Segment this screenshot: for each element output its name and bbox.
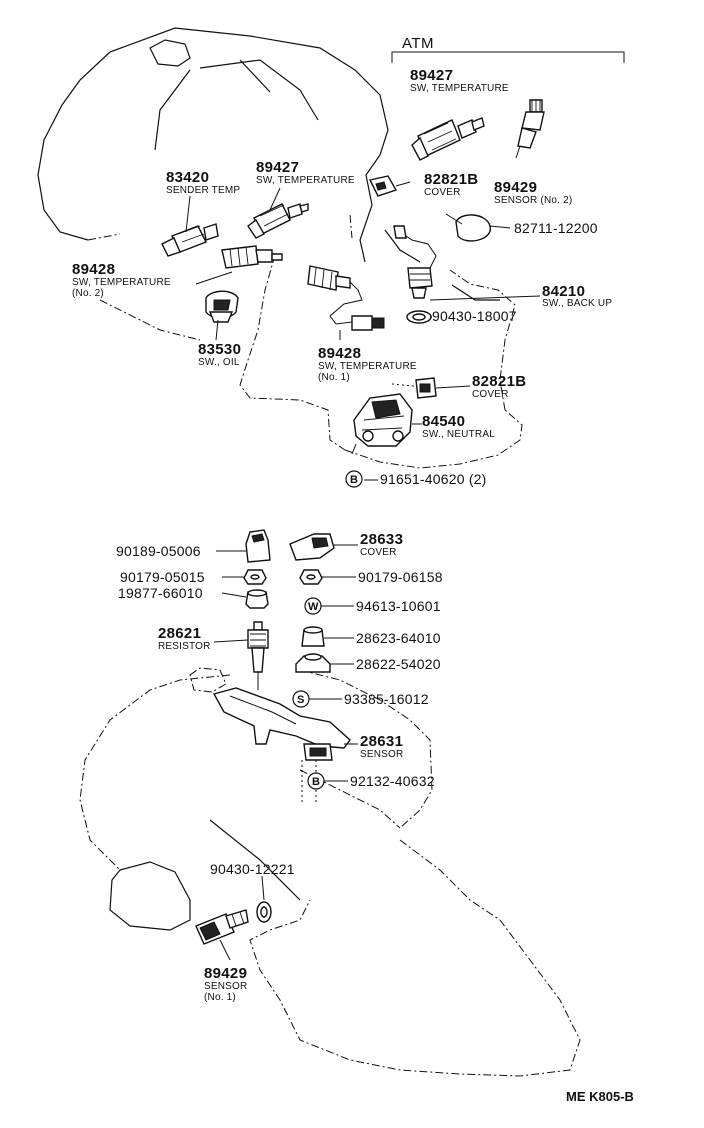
callout-90179-06158-part: 90179-06158 <box>358 569 443 585</box>
grommet-54020-shape <box>295 653 331 673</box>
callout-89427-atm-part: 89427 <box>410 67 454 84</box>
callout-89428-no2-part: 89428 <box>72 261 116 278</box>
screw-mark: S <box>292 690 310 708</box>
sensor-bracket-shape <box>212 687 351 804</box>
callout-19877-part: 19877-66010 <box>118 585 203 601</box>
callout-89428-no1-desc: SW, TEMPERATURE <box>318 361 417 372</box>
callout-94613-part: 94613-10601 <box>356 598 441 614</box>
washer-mark-letter: W <box>308 601 319 613</box>
upper-engine-outline <box>37 27 523 469</box>
callout-83530-part: 83530 <box>198 341 242 358</box>
cap-05006-shape <box>245 529 271 563</box>
sensor-no2-shape <box>515 99 545 159</box>
callout-28633-part: 28633 <box>360 531 404 548</box>
callout-83530-desc: SW., OIL <box>198 357 240 368</box>
callout-89429-no1-part: 89429 <box>204 965 248 982</box>
screw-mark-letter: S <box>297 694 304 706</box>
callout-84540-part: 84540 <box>422 413 466 430</box>
bolt-mark-lower-letter: B <box>312 776 320 788</box>
nut-06158-shape <box>299 569 323 585</box>
cover-upper-shape <box>368 175 411 197</box>
callout-89428-no1-part: 89428 <box>318 345 362 362</box>
callout-28631-part: 28631 <box>360 733 404 750</box>
washer-mark: W <box>304 597 322 615</box>
callout-93385-part: 93385-16012 <box>344 691 429 707</box>
callout-91651-part: 91651-40620 (2) <box>380 471 487 487</box>
callout-28621-desc: RESISTOR <box>158 641 211 652</box>
callout-89427-part: 89427 <box>256 159 300 176</box>
callout-82821b-upper-part: 82821B <box>424 171 479 188</box>
bolt-mark-upper: B <box>345 470 363 488</box>
callout-89428-no2-desc: SW, TEMPERATURE <box>72 277 171 288</box>
resistor-shape <box>247 621 269 690</box>
callout-83420-part: 83420 <box>166 169 210 186</box>
callout-89428-no2-desc2: (No. 2) <box>72 288 104 299</box>
callout-90430-18007-part: 90430-18007 <box>432 308 517 324</box>
callout-84210-desc: SW., BACK UP <box>542 298 613 309</box>
gasket-18007-shape <box>406 310 432 324</box>
cover-lower-shape <box>415 377 437 399</box>
callout-82821b-upper-desc: COVER <box>424 187 461 198</box>
callout-92132-part: 92132-40632 <box>350 773 435 789</box>
collar-66010-shape <box>245 589 269 609</box>
callout-82711-part: 82711-12200 <box>514 220 598 236</box>
neutral-switch-shape <box>353 393 413 447</box>
clamp-shape <box>445 213 511 242</box>
bushing-64010-shape <box>301 626 325 647</box>
callout-89428-no1-desc2: (No. 1) <box>318 372 350 383</box>
oil-switch-shape <box>205 290 239 323</box>
lower-leader-lines <box>213 544 358 961</box>
gasket-12221-shape <box>256 901 272 923</box>
bolt-mark-upper-letter: B <box>350 474 358 486</box>
callout-28621-part: 28621 <box>158 625 202 642</box>
backup-switch-shape <box>393 225 437 299</box>
callout-28631-desc: SENSOR <box>360 749 404 760</box>
callout-28633-desc: COVER <box>360 547 397 558</box>
callout-89427-atm-desc: SW, TEMPERATURE <box>410 83 509 94</box>
atm-group-label: ATM <box>402 35 435 52</box>
callout-28622-part: 28622-54020 <box>356 656 441 672</box>
callout-83420-desc: SENDER TEMP <box>166 185 241 196</box>
callout-89429-no2-part: 89429 <box>494 179 538 196</box>
callout-89429-no1-desc2: (No. 1) <box>204 992 236 1003</box>
callout-82821b-lower-part: 82821B <box>472 373 527 390</box>
temperature-switch-atm-shape <box>411 117 485 161</box>
atm-bracket <box>391 51 625 63</box>
callout-90430-12221-part: 90430-12221 <box>210 861 295 877</box>
temperature-switch-shape <box>247 203 309 239</box>
upper-leader-lines <box>99 187 541 481</box>
sensor-no1-shape <box>195 909 249 945</box>
drawing-reference: ME K805-B <box>566 1089 634 1104</box>
callout-84540-desc: SW., NEUTRAL <box>422 429 495 440</box>
sender-temp-shape <box>161 223 219 257</box>
temperature-switch-no1-shape <box>307 265 385 331</box>
cover-28633-shape <box>289 533 335 561</box>
callout-90179-05015-part: 90179-05015 <box>120 569 205 585</box>
callout-84210-part: 84210 <box>542 283 586 300</box>
callout-82821b-lower-desc: COVER <box>472 389 509 400</box>
callout-28623-part: 28623-64010 <box>356 630 441 646</box>
nut-05015-shape <box>243 569 267 585</box>
bolt-mark-lower: B <box>307 772 325 790</box>
callout-89429-no1-desc: SENSOR <box>204 981 248 992</box>
callout-89427-desc: SW, TEMPERATURE <box>256 175 355 186</box>
temperature-switch-no2-shape <box>221 245 283 269</box>
callout-90189-part: 90189-05006 <box>116 543 201 559</box>
callout-89429-no2-desc: SENSOR (No. 2) <box>494 195 573 206</box>
